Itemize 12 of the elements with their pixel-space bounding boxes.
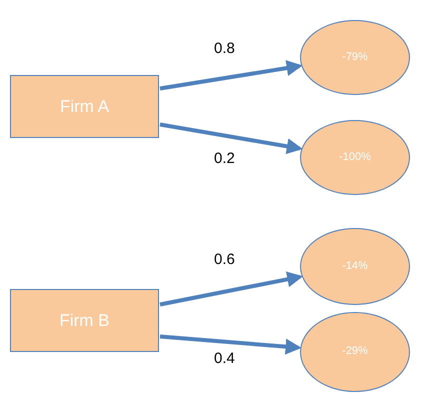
process-box [10, 289, 159, 352]
arrow [160, 271, 304, 306]
node-text: -79% [342, 50, 368, 64]
arrow [160, 60, 303, 90]
node-text: -29% [342, 345, 368, 359]
node-text: -14% [342, 260, 368, 274]
arrow [160, 122, 303, 154]
process-box [10, 75, 159, 138]
node-text: -100% [339, 150, 371, 164]
node-text: Firm A [60, 96, 110, 116]
node-text: Firm B [59, 310, 110, 330]
arrow [160, 334, 302, 355]
